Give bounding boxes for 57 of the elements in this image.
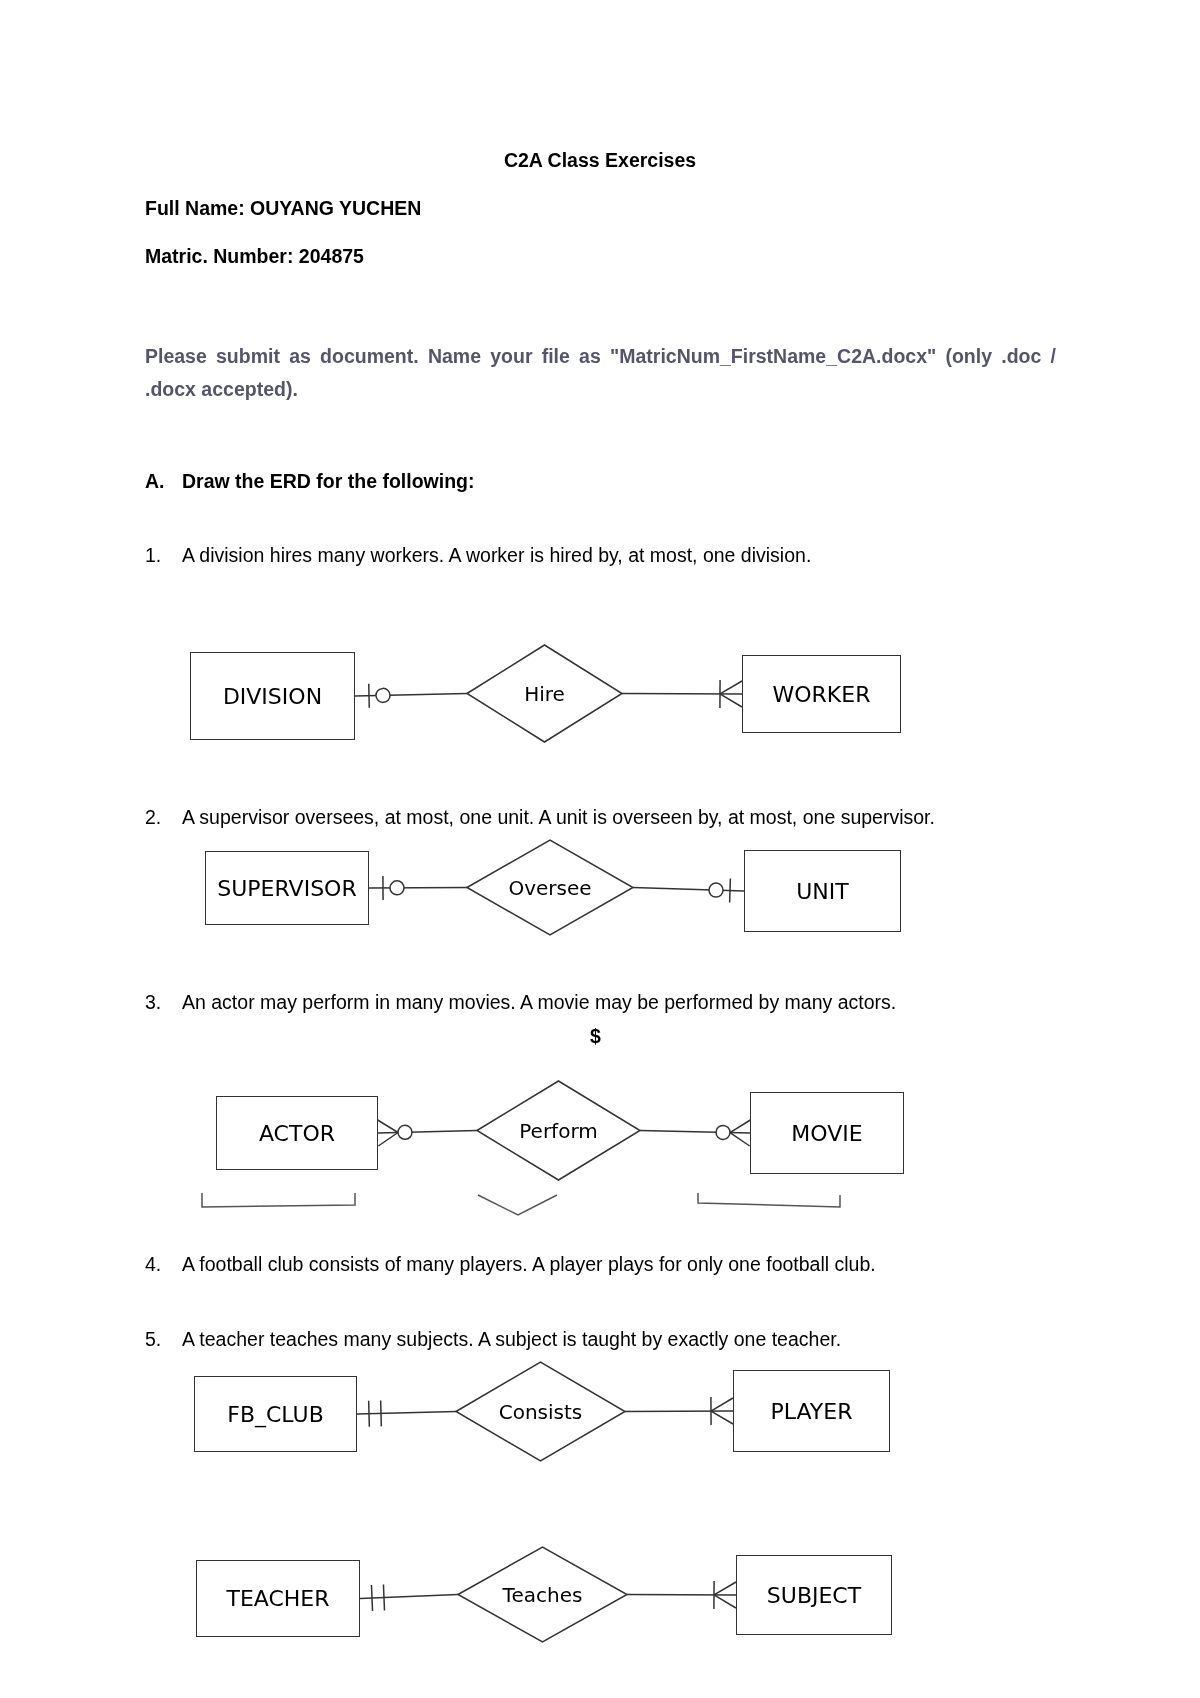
entity-label: MOVIE <box>791 1120 863 1146</box>
item-number: 4. <box>145 1252 162 1276</box>
section-letter: A. <box>145 469 165 493</box>
relationship-line <box>359 1583 459 1612</box>
entity-label: WORKER <box>772 681 871 707</box>
relationship-line <box>624 1396 734 1426</box>
entity-label: SUBJECT <box>766 1582 862 1608</box>
relationship-diamond <box>477 1081 640 1180</box>
relationship-line <box>639 1119 752 1147</box>
item-number: 2. <box>145 805 162 829</box>
entity-label: TEACHER <box>226 1586 330 1611</box>
relationship-diamond <box>456 1362 625 1461</box>
exercise-text: An actor may perform in many movies. A movie may be performed by many actors. <box>182 990 897 1014</box>
relationship-line <box>354 682 468 709</box>
entity-box <box>742 655 901 733</box>
item-number: 1. <box>145 543 162 567</box>
relationship-label: Perform <box>519 1118 598 1143</box>
entity-label: ACTOR <box>258 1120 336 1146</box>
relationship-line <box>632 877 745 904</box>
item-number: 5. <box>145 1327 162 1351</box>
title: C2A Class Exercises <box>502 148 698 172</box>
relationship-label: Hire <box>524 681 565 706</box>
name-field-text: Full Name: OUYANG YUCHEN <box>145 196 422 220</box>
relationship-label: Teaches <box>502 1582 583 1607</box>
relationship-diamond <box>467 840 633 935</box>
exercise-text: A supervisor oversees, at most, one unit. A unit is overseen by, at most, one supervisor. <box>182 805 935 829</box>
section-heading: Draw the ERD for the following: <box>182 469 475 493</box>
instruction-text: Please submit as document. Name your file as "MatricNum_FirstName_C2A.docx" (only .doc / .docx accepted). <box>145 344 1056 402</box>
relationship-diamond <box>458 1547 627 1642</box>
relationship-label: Oversee <box>508 875 592 900</box>
entity-box <box>194 1376 357 1452</box>
entity-box <box>196 1560 360 1637</box>
stray-mark: $ <box>590 1024 601 1048</box>
entity-label: DIVISION <box>222 683 323 709</box>
relationship-diamond <box>467 645 622 742</box>
relationship-label: Consists <box>498 1399 583 1424</box>
item-number: 3. <box>145 990 162 1014</box>
entity-label: UNIT <box>796 878 849 904</box>
entity-box <box>733 1370 890 1452</box>
entity-box <box>744 850 901 932</box>
matric-number-text: Matric. Number: 204875 <box>145 244 364 268</box>
entity-box <box>205 851 369 925</box>
entity-box <box>736 1555 892 1635</box>
relationship-line <box>356 1399 457 1428</box>
entity-box <box>216 1096 378 1170</box>
exercise-text: A division hires many workers. A worker is hired by, at most, one division. <box>182 543 812 567</box>
entity-label: PLAYER <box>770 1398 853 1424</box>
relationship-line <box>376 1119 478 1147</box>
relationship-line <box>368 875 468 901</box>
exercise-text: A teacher teaches many subjects. A subject is taught by exactly one teacher. <box>182 1327 842 1351</box>
entity-box <box>190 652 355 740</box>
relationship-line <box>621 679 743 709</box>
entity-box <box>750 1092 904 1174</box>
entity-label: FB_CLUB <box>227 1401 324 1427</box>
relationship-line <box>626 1580 737 1610</box>
exercise-text: A football club consists of many players. A player plays for only one football club. <box>182 1252 876 1276</box>
entity-label: SUPERVISOR <box>217 875 357 901</box>
